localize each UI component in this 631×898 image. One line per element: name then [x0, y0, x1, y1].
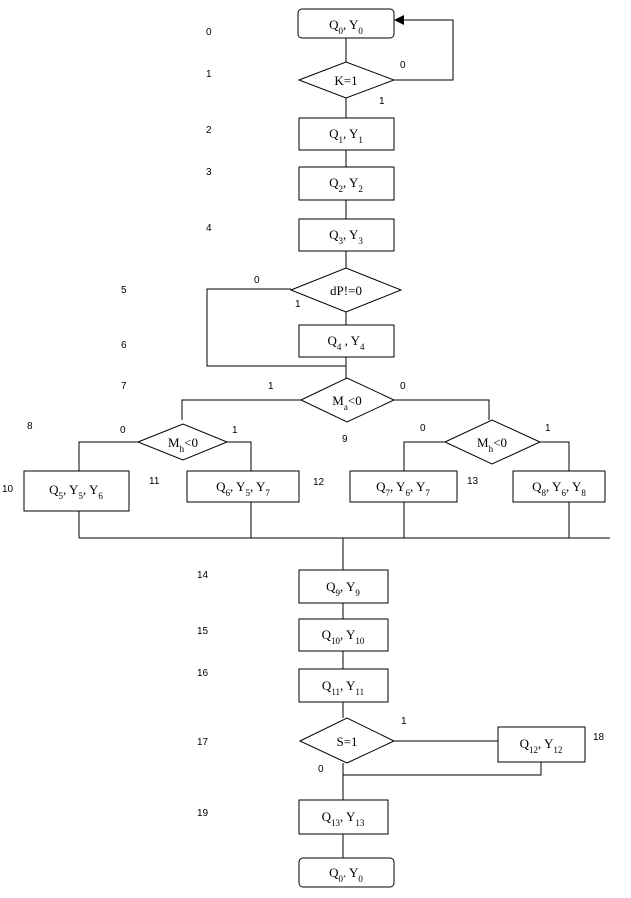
decision-mh-right — [443, 419, 542, 465]
branch-label: 1 — [379, 96, 385, 107]
step-number: 1 — [206, 69, 212, 80]
decision-s — [298, 717, 396, 764]
step-number: 2 — [206, 125, 212, 136]
process-node — [298, 668, 389, 703]
node-label: Q11, Y11 — [322, 678, 364, 697]
step-number: 18 — [593, 732, 605, 743]
step-number: 12 — [313, 477, 325, 488]
node-label: Q0, Y0 — [329, 17, 363, 36]
node-label: Q2, Y2 — [329, 175, 363, 194]
step-number: 8 — [27, 421, 33, 432]
process-node — [497, 726, 586, 763]
decision-ma — [299, 377, 396, 423]
node-label: S=1 — [336, 734, 357, 749]
node-label: Mh<0 — [477, 435, 507, 454]
step-number: 9 — [342, 434, 348, 445]
edge-mhl-true — [227, 441, 252, 471]
edge-mhr-false — [403, 441, 445, 471]
process-node — [298, 799, 389, 835]
edge-n12-return — [343, 762, 542, 776]
start-terminal — [297, 8, 395, 39]
node-label: Q9, Y9 — [326, 579, 360, 598]
edge-ma-true — [181, 399, 301, 420]
node-label: Q1, Y1 — [329, 126, 363, 145]
step-number: 14 — [197, 570, 209, 581]
step-numbers: 0 1 2 3 4 5 6 7 8 9 10 11 12 13 14 15 16… — [2, 27, 605, 819]
arrowhead — [394, 15, 404, 25]
step-number: 16 — [197, 668, 209, 679]
branch-labels: 0 1 0 1 1 0 0 1 0 1 1 0 — [120, 60, 551, 775]
branch-label: 0 — [400, 60, 406, 71]
node-label: Mh<0 — [168, 435, 198, 454]
step-number: 19 — [197, 808, 209, 819]
step-number: 15 — [197, 626, 209, 637]
node-label: Q4 , Y4 — [327, 333, 365, 352]
step-number: 11 — [149, 476, 160, 487]
loop-dp-false — [206, 288, 346, 367]
step-number: 4 — [206, 223, 212, 234]
process-node — [186, 470, 300, 503]
branch-label: 1 — [401, 716, 407, 727]
shapes — [23, 8, 606, 888]
step-number: 17 — [197, 737, 209, 748]
branch-label: 0 — [254, 275, 260, 286]
branch-label: 1 — [268, 381, 274, 392]
step-number: 3 — [206, 167, 212, 178]
decision-k — [297, 61, 396, 99]
step-number: 6 — [121, 340, 127, 351]
step-number: 7 — [121, 381, 127, 392]
node-label: Q13, Y13 — [322, 809, 365, 828]
node-label: dP!=0 — [330, 283, 362, 298]
process-node — [298, 218, 395, 252]
step-number: 0 — [206, 27, 212, 38]
decision-mh-left — [136, 423, 229, 461]
decision-dp — [289, 267, 403, 313]
process-node — [512, 470, 606, 503]
process-node — [298, 569, 389, 604]
branch-label: 1 — [545, 423, 551, 434]
edge-mhr-true — [540, 441, 570, 471]
process-node — [298, 117, 395, 151]
node-label: Q3, Y3 — [329, 227, 363, 246]
node-label: Q10, Y10 — [322, 627, 365, 646]
loop-k-false — [394, 19, 454, 81]
node-label: Q0. Y0 — [329, 865, 363, 884]
process-node — [298, 618, 389, 652]
process-node — [298, 324, 395, 358]
edge-ma-false — [394, 399, 490, 420]
branch-label: 0 — [120, 425, 126, 436]
branch-label: 0 — [420, 423, 426, 434]
branch-label: 1 — [295, 299, 301, 310]
process-node — [349, 470, 458, 503]
node-label: Q8, Y6, Y8 — [532, 479, 586, 498]
branch-label: 0 — [318, 764, 324, 775]
process-node — [23, 470, 130, 512]
node-label: K=1 — [334, 73, 357, 88]
process-node — [298, 166, 395, 201]
node-label: Q6, Y5, Y7 — [216, 479, 270, 498]
end-terminal — [298, 857, 395, 888]
node-label: Q5, Y5, Y6 — [49, 482, 103, 501]
node-labels: Q0, Y0 K=1 Q1, Y1 Q2, Y2 Q3, Y3 dP!=0 Q4… — [49, 17, 586, 884]
step-number: 10 — [2, 484, 14, 495]
step-number: 13 — [467, 476, 479, 487]
branch-label: 1 — [232, 425, 238, 436]
connectors — [78, 15, 610, 858]
edge-mhl-false — [78, 441, 138, 471]
branch-label: 0 — [400, 381, 406, 392]
step-number: 5 — [121, 285, 127, 296]
node-label: Q12, Y12 — [520, 736, 563, 755]
node-label: Q7, Y6, Y7 — [376, 479, 430, 498]
node-label: Ma<0 — [332, 393, 361, 412]
